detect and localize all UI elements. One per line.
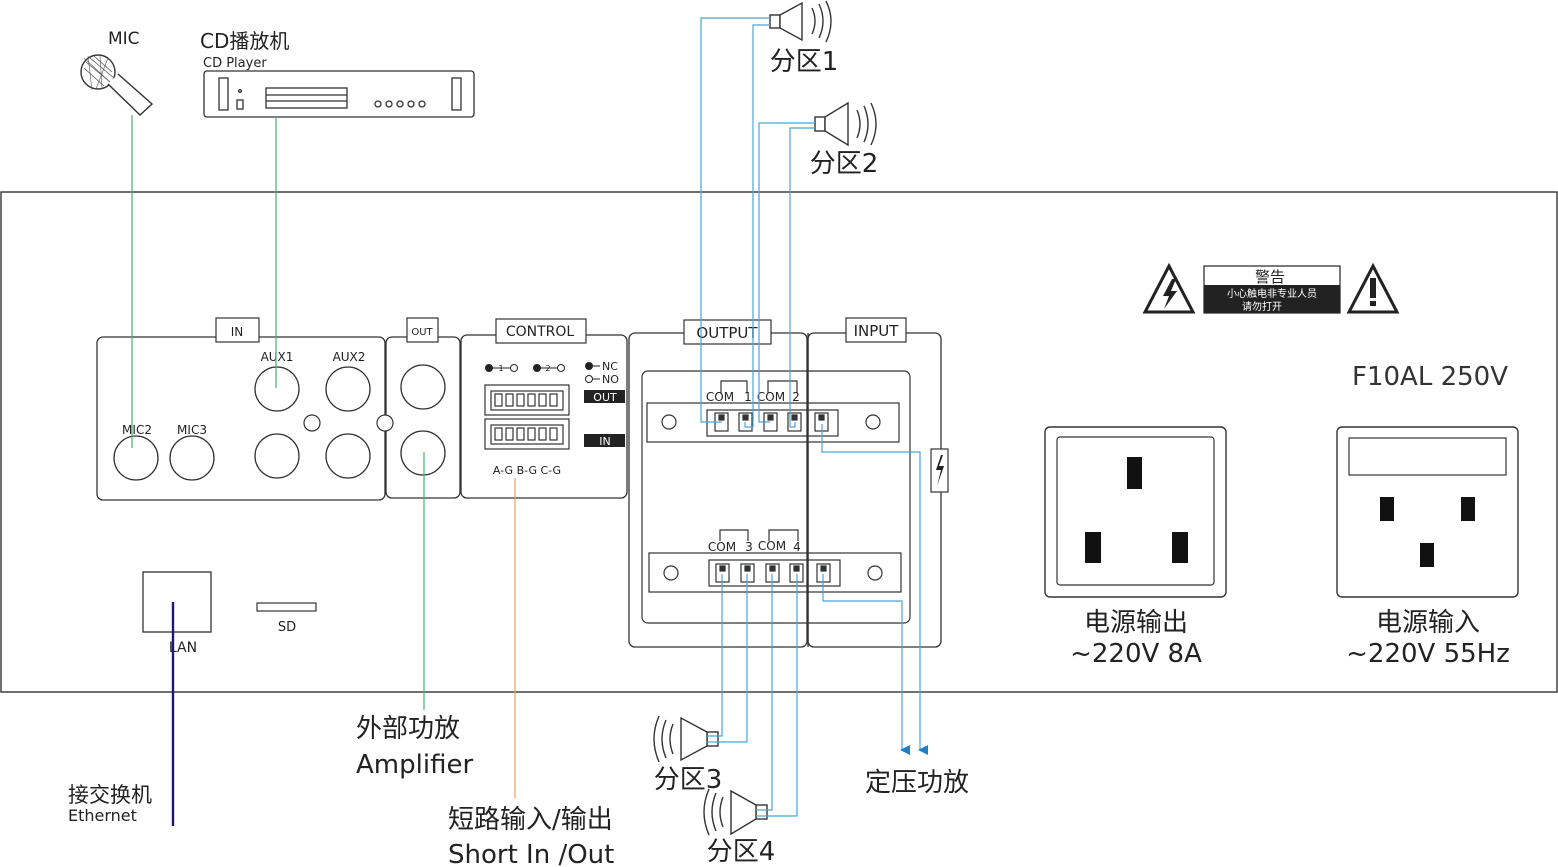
in-tag xyxy=(584,434,625,447)
short-io-label-cn: 短路输入/输出 xyxy=(448,805,613,835)
switch-label-cn: 接交换机 xyxy=(68,783,152,807)
amplifier-label-en: Amplifier xyxy=(356,750,473,780)
switch-label-en: Ethernet xyxy=(68,806,137,825)
sd-slot[interactable] xyxy=(256,602,317,612)
no-label: NO xyxy=(602,373,619,386)
microphone-icon xyxy=(80,54,154,116)
input-section-title: INPUT xyxy=(854,322,900,340)
speaker-zone2-icon xyxy=(814,101,877,147)
input-section-box xyxy=(807,332,942,648)
out-bot-4: 4 xyxy=(793,540,801,554)
out-tag-label: OUT xyxy=(593,391,617,404)
power-output-label-spec: ~220V 8A xyxy=(1070,639,1202,669)
warning-line1: 小心触电非专业人员 xyxy=(1227,287,1317,300)
wires-zone-3-4 xyxy=(707,574,798,817)
relay-1-label: 1 xyxy=(498,364,503,373)
mic-label: MIC xyxy=(108,29,140,49)
power-output-socket[interactable] xyxy=(1044,426,1227,598)
control-terminal-out[interactable] xyxy=(484,384,570,416)
aux1-jack[interactable] xyxy=(254,366,300,412)
out-bot-com4: COM xyxy=(758,539,786,553)
aux-jack-4[interactable] xyxy=(325,433,371,479)
in-section-title: IN xyxy=(231,325,244,339)
in-tag-label: IN xyxy=(599,435,610,448)
wires-zone-1-2 xyxy=(700,17,815,428)
aux1-label: AUX1 xyxy=(261,350,294,364)
power-input-label-cn: 电源输入 xyxy=(1376,608,1480,638)
out-top-2: 2 xyxy=(792,390,800,404)
out-tag xyxy=(584,390,625,403)
output-section-box xyxy=(628,332,808,648)
out-top-com1: COM xyxy=(706,390,734,404)
aux-jack-3[interactable] xyxy=(254,433,300,479)
out-top-1: 1 xyxy=(744,390,752,404)
power-input-label-spec: ~220V 55Hz xyxy=(1346,639,1510,669)
mic3-label: MIC3 xyxy=(177,423,207,437)
control-terminal-in[interactable] xyxy=(484,418,570,450)
relay-2-label: 2 xyxy=(545,364,550,373)
speaker-zone1-icon xyxy=(769,0,832,43)
nc-label: NC xyxy=(602,360,618,373)
output-terminal-top[interactable] xyxy=(646,380,900,443)
screw-hole xyxy=(303,414,321,432)
out-jack-2[interactable] xyxy=(400,430,446,476)
power-output-label-cn: 电源输出 xyxy=(1084,608,1188,638)
zone4-label: 分区4 xyxy=(707,837,776,867)
speaker-zone4-icon xyxy=(703,788,768,836)
short-io-label-en: Short In /Out xyxy=(448,840,614,867)
out-jack-1[interactable] xyxy=(400,364,446,410)
zone2-label: 分区2 xyxy=(810,149,879,179)
control-section-title: CONTROL xyxy=(506,324,575,340)
warning-lightning-icon xyxy=(1142,262,1196,314)
relay-symbols xyxy=(485,362,600,383)
screw-hole xyxy=(376,414,394,432)
aux2-jack[interactable] xyxy=(325,366,371,412)
wires-input xyxy=(821,424,928,755)
zone3-label: 分区3 xyxy=(654,765,723,795)
cd-player-device xyxy=(203,70,475,118)
control-pin-labels: A-G B-G C-G xyxy=(493,464,561,477)
cd-player-title-cn: CD播放机 xyxy=(200,29,289,53)
cd-player-title-en: CD Player xyxy=(203,56,267,71)
warning-title: 警告 xyxy=(1255,268,1285,286)
power-input-socket[interactable] xyxy=(1336,426,1519,598)
mic2-label: MIC2 xyxy=(122,423,152,437)
out-top-com2: COM xyxy=(757,390,785,404)
out-section-title: OUT xyxy=(411,327,433,338)
output-inner-panel xyxy=(641,370,911,624)
lan-label: LAN xyxy=(169,640,197,656)
out-bot-com3: COM xyxy=(708,540,736,554)
rear-panel xyxy=(0,191,1558,693)
high-voltage-icon xyxy=(930,448,949,493)
fuse-rating: F10AL 250V xyxy=(1352,362,1508,392)
warning-line2: 请勿打开 xyxy=(1242,300,1282,313)
aux2-label: AUX2 xyxy=(333,350,366,364)
mic2-jack[interactable] xyxy=(113,435,159,481)
lan-port[interactable] xyxy=(142,571,212,633)
output-terminal-bottom[interactable] xyxy=(648,529,902,593)
mic3-jack[interactable] xyxy=(169,435,215,481)
sd-label: SD xyxy=(278,620,296,635)
speaker-zone3-icon xyxy=(653,715,719,763)
const-amp-label: 定压功放 xyxy=(865,768,969,798)
output-section-title: OUTPUT xyxy=(696,324,758,342)
out-bot-3: 3 xyxy=(745,540,753,554)
amplifier-label-cn: 外部功放 xyxy=(356,714,460,744)
zone1-label: 分区1 xyxy=(770,47,839,77)
warning-exclamation-icon xyxy=(1346,262,1400,314)
